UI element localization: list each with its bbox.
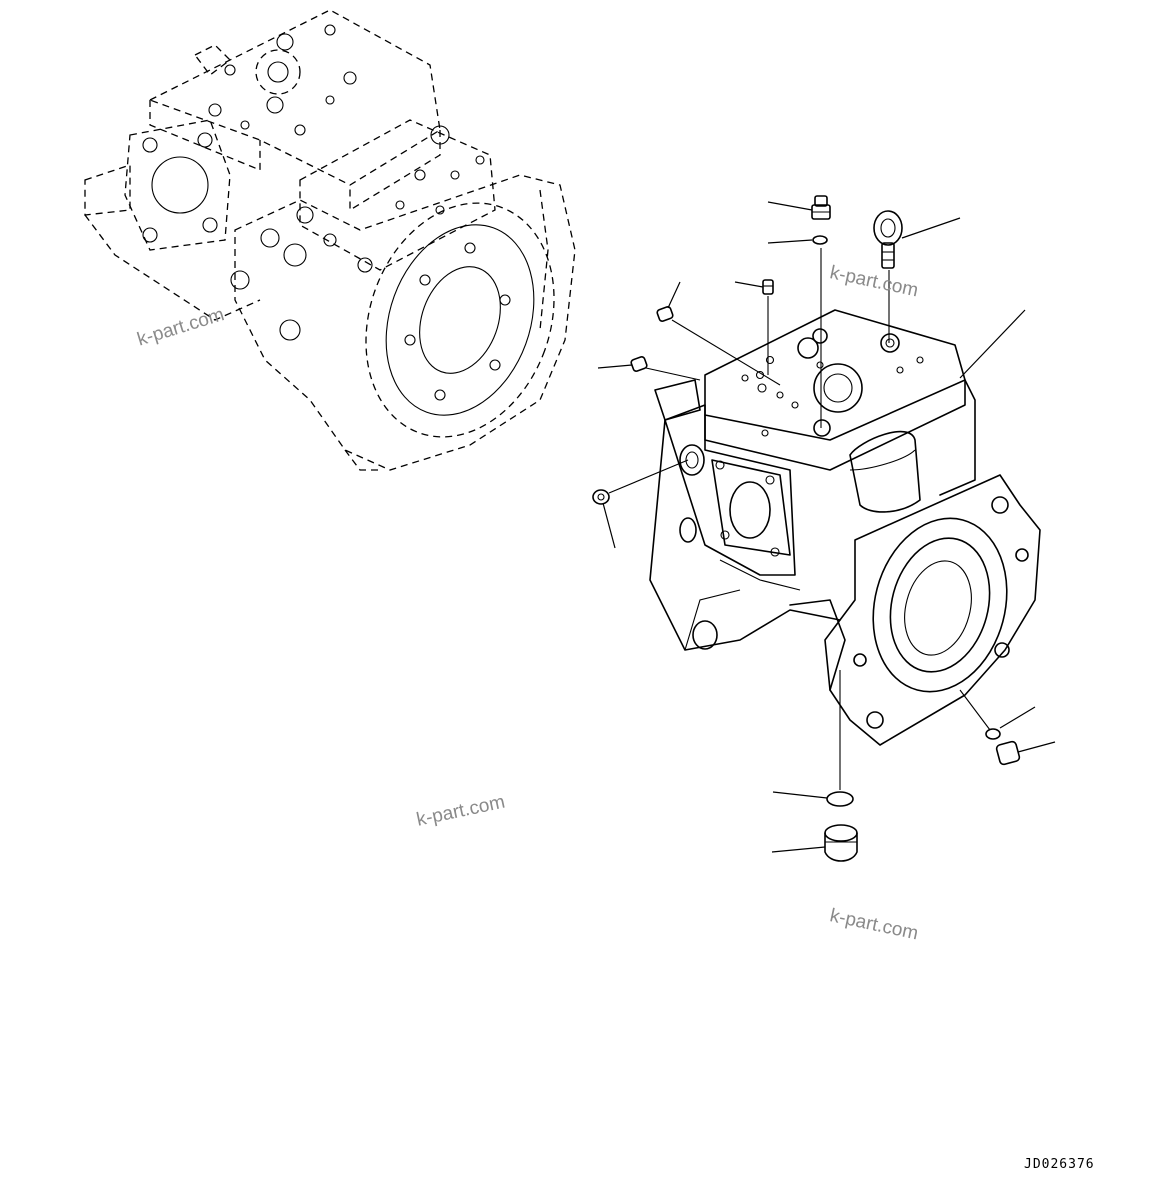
plug-left-2 [630, 356, 648, 372]
plug-left-1 [656, 306, 674, 322]
plug-right [995, 740, 1021, 766]
plug-top [811, 195, 831, 220]
small-plug-top [762, 279, 774, 295]
drain-plug-bottom [824, 824, 858, 862]
assembly-centerlines [608, 248, 991, 790]
document-code: JD026376 [1024, 1157, 1095, 1172]
o-ring-bottom [826, 791, 854, 807]
pump-case [649, 309, 1041, 746]
reference-pump-assembly [84, 9, 576, 471]
eye-bolt [873, 210, 903, 269]
leader-lines [597, 201, 1056, 853]
o-ring-top [812, 235, 828, 245]
plug-left-3 [592, 489, 610, 505]
o-ring-right [985, 728, 1001, 740]
